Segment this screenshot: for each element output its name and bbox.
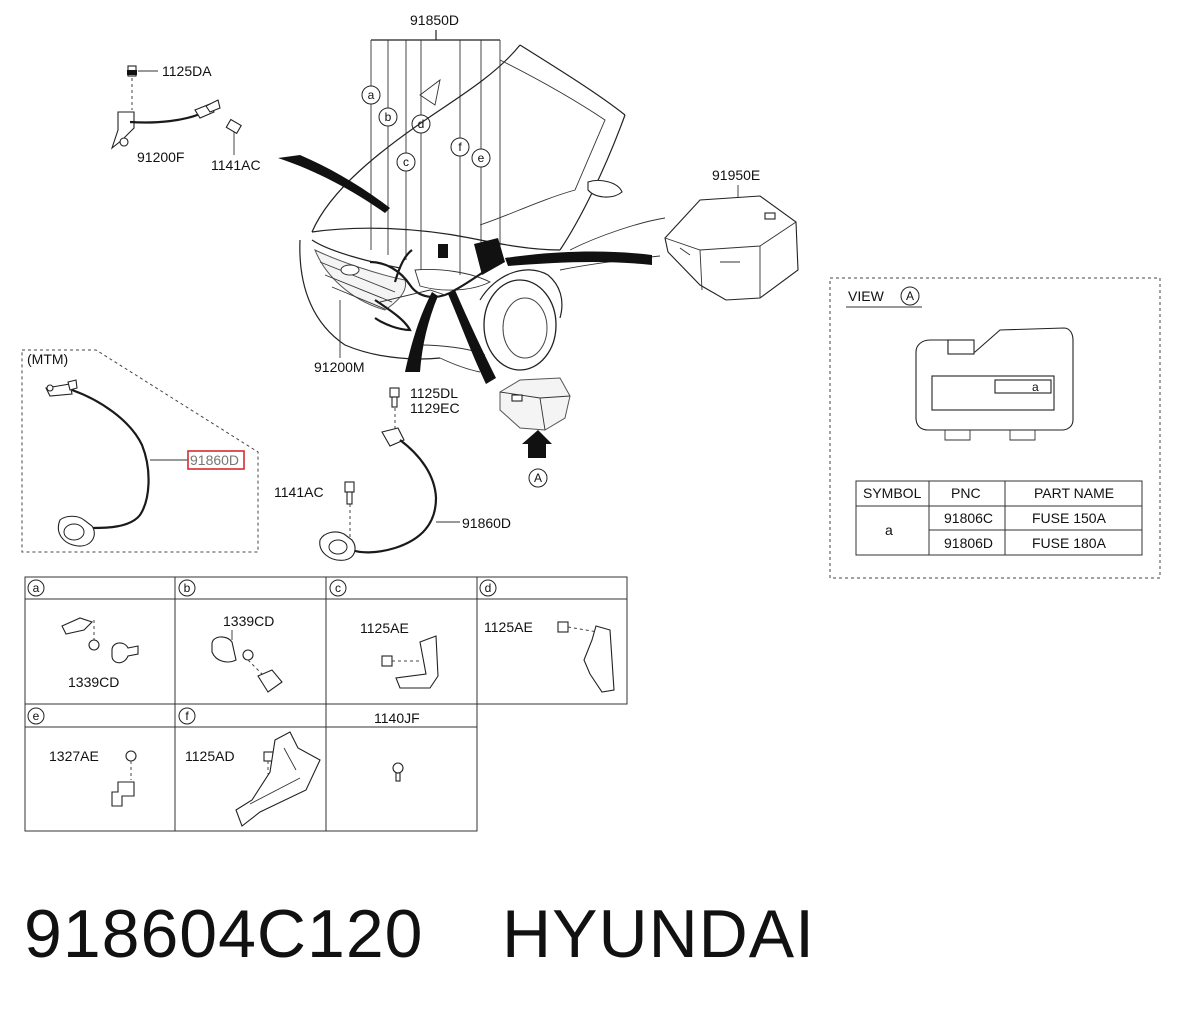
cell-b-part: 1339CD <box>223 613 274 629</box>
callout-1141ac-top: 1141AC <box>211 157 261 173</box>
highlight-box <box>187 450 245 470</box>
table-pnc-2: 91806D <box>944 535 993 551</box>
svg-text:e: e <box>33 709 40 723</box>
car-body-illustration <box>299 44 666 373</box>
cell-a-part: 1339CD <box>68 674 119 690</box>
fuse-slot-a: a <box>1032 380 1039 394</box>
view-marker-a: A <box>534 471 542 485</box>
svg-text:d: d <box>485 581 492 595</box>
battery-cable-91860d: 1125DL 1129EC 1141AC 91860D <box>274 385 511 561</box>
battery-cable-91200f: 1125DA 1141AC 91200F <box>110 63 261 173</box>
harness-letter-f: f <box>450 137 470 157</box>
mtm-panel: (MTM) 91860D <box>21 349 259 553</box>
svg-text:c: c <box>335 581 341 595</box>
svg-text:a: a <box>368 88 375 102</box>
callout-1125da: 1125DA <box>162 63 212 79</box>
leader-arrows <box>278 155 652 384</box>
svg-text:d: d <box>418 117 425 131</box>
callout-1129ec: 1129EC <box>410 400 460 416</box>
harness-letter-d: d <box>411 114 431 134</box>
callout-91850d: 91850D <box>410 12 459 28</box>
fuse-box-91950e: 91950E <box>664 167 799 301</box>
detail-cell-1140jf: 1140JF <box>374 710 420 782</box>
svg-text:f: f <box>458 140 462 154</box>
view-marker: A <box>906 289 914 303</box>
detail-cell-c: c 1125AE <box>329 579 439 689</box>
view-title: VIEW <box>848 288 885 304</box>
svg-text:c: c <box>403 155 409 169</box>
detail-cell-e: e 1327AE <box>27 707 137 807</box>
callout-1141ac-mid: 1141AC <box>274 484 324 500</box>
table-header-pnc: PNC <box>951 485 981 501</box>
cell-d-part: 1125AE <box>484 619 533 635</box>
fuse-table: SYMBOL PNC PART NAME a 91806C FUSE 150A … <box>855 480 1143 556</box>
callout-91860d: 91860D <box>462 515 511 531</box>
mtm-label: (MTM) <box>27 351 68 367</box>
footer-brand: HYUNDAI <box>502 896 815 972</box>
harness-letter-e: e <box>471 148 491 168</box>
svg-text:a: a <box>33 581 40 595</box>
detail-cell-b: b 1339CD <box>178 579 283 693</box>
cell-e-part: 1327AE <box>49 748 99 764</box>
svg-text:e: e <box>478 151 485 165</box>
table-name-1: FUSE 150A <box>1032 510 1107 526</box>
harness-letter-b: b <box>378 107 398 127</box>
cell-c-part: 1125AE <box>360 620 409 636</box>
callout-91950e: 91950E <box>712 167 760 183</box>
callout-1125dl: 1125DL <box>410 385 458 401</box>
table-header-symbol: SYMBOL <box>863 485 922 501</box>
svg-text:b: b <box>385 110 392 124</box>
table-name-2: FUSE 180A <box>1032 535 1107 551</box>
detail-grid <box>24 576 628 832</box>
svg-text:f: f <box>185 709 189 723</box>
table-pnc-1: 91806C <box>944 510 993 526</box>
harness-letter-a: a <box>361 85 381 105</box>
detail-cell-f: f 1125AD <box>178 707 321 827</box>
table-symbol: a <box>885 522 893 538</box>
harness-callout-bracket: 91850D <box>370 12 501 275</box>
cell-1140jf-header: 1140JF <box>374 710 420 726</box>
view-a-panel: VIEW A a SYMBOL PNC PART NAME a 91806C F… <box>829 277 1161 579</box>
footer-part-number: 918604C120 <box>24 896 423 972</box>
svg-text:b: b <box>184 581 191 595</box>
junction-block: A <box>499 377 571 488</box>
detail-cell-d: d 1125AE <box>479 579 615 693</box>
callout-91200f: 91200F <box>137 149 184 165</box>
footer: 918604C120 HYUNDAI <box>24 896 815 972</box>
table-header-part-name: PART NAME <box>1034 485 1114 501</box>
detail-cell-a: a 1339CD <box>27 579 139 690</box>
cell-f-part: 1125AD <box>185 748 235 764</box>
callout-91200m: 91200M <box>314 359 365 375</box>
harness-letter-c: c <box>396 152 416 172</box>
mtm-part-91860d-highlight: 91860D <box>190 452 239 468</box>
